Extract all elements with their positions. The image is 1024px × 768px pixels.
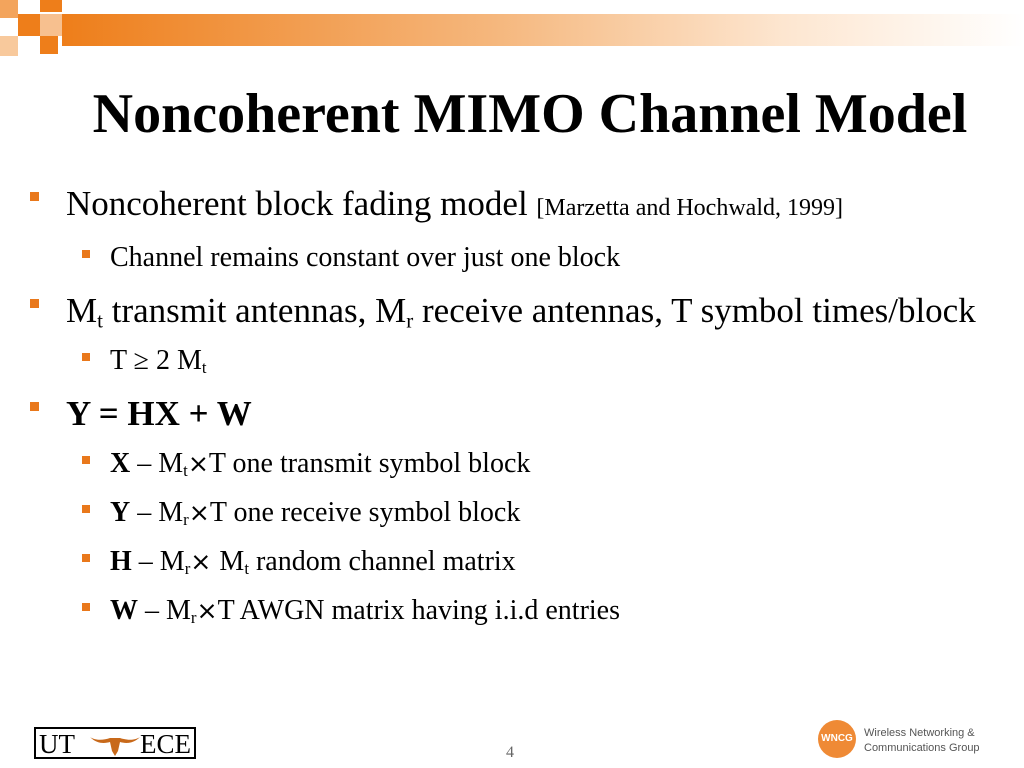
- text-part: receive antennas, T symbol times/block: [413, 291, 976, 330]
- sub-bullet-t-condition: T ≥ 2 Mt: [30, 343, 990, 379]
- bullet-square-icon: [30, 192, 39, 201]
- logo-ut-text: UT: [39, 729, 75, 759]
- wncg-badge-icon: WNCG: [818, 720, 856, 758]
- variable-name: X: [110, 448, 131, 479]
- subscript: r: [184, 559, 191, 579]
- text-part: random channel matrix: [248, 546, 516, 577]
- sub-bullet-x: X – Mt×T one transmit symbol block: [30, 446, 990, 482]
- bullet-equation: Y = HX + W: [30, 392, 990, 436]
- variable-name: W: [110, 595, 138, 626]
- wncg-line-2: Communications Group: [864, 742, 980, 754]
- bullet-square-icon: [30, 402, 39, 411]
- equation-text: Y = HX + W: [66, 394, 252, 433]
- bullet-square-icon: [82, 456, 90, 464]
- page-number: 4: [506, 744, 514, 761]
- slide-content: Noncoherent block fading model [Marzetta…: [30, 182, 990, 642]
- wncg-line-1: Wireless Networking &: [864, 727, 975, 739]
- bullet-text: Channel remains constant over just one b…: [110, 242, 621, 273]
- text-part: T one receive symbol block: [209, 497, 521, 528]
- variable-name: Y: [110, 497, 131, 528]
- text-part: T AWGN matrix having i.i.d entries: [217, 595, 620, 626]
- bullet-block-fading: Noncoherent block fading model [Marzetta…: [30, 182, 990, 230]
- slide-title: Noncoherent MIMO Channel Model: [92, 83, 968, 145]
- corner-decoration: [0, 0, 80, 60]
- subscript: r: [406, 308, 414, 333]
- sub-bullet-w: W – Mr×T AWGN matrix having i.i.d entrie…: [30, 593, 990, 629]
- ut-ece-logo: UT ECE: [34, 727, 196, 759]
- bullet-square-icon: [82, 603, 90, 611]
- bullet-square-icon: [82, 353, 90, 361]
- times-symbol: ×: [188, 498, 210, 527]
- text-part: M: [219, 546, 245, 577]
- times-symbol: ×: [187, 449, 209, 478]
- wncg-logo: WNCG Wireless Networking & Communication…: [814, 716, 1014, 762]
- bullet-square-icon: [82, 505, 90, 513]
- text-part: transmit antennas, M: [102, 291, 407, 330]
- header-gradient-bar: [62, 14, 1024, 46]
- sub-bullet-y: Y – Mr×T one receive symbol block: [30, 495, 990, 531]
- text-part: M: [66, 291, 98, 330]
- citation: [Marzetta and Hochwald, 1999]: [536, 195, 843, 221]
- times-symbol: ×: [190, 547, 220, 576]
- logo-ece-text: ECE: [140, 729, 191, 759]
- text-part: T ≥ 2 M: [110, 345, 202, 376]
- bullet-text: Noncoherent block fading model: [66, 184, 537, 223]
- text-part: – M: [131, 546, 185, 577]
- times-symbol: ×: [196, 596, 218, 625]
- text-part: – M: [130, 497, 184, 528]
- sub-bullet-h: H – Mr× Mt random channel matrix: [30, 544, 990, 580]
- text-part: T one transmit symbol block: [208, 448, 531, 479]
- subscript: t: [183, 461, 188, 481]
- subscript: t: [244, 559, 249, 579]
- subscript: r: [190, 608, 197, 628]
- subscript: r: [183, 510, 189, 530]
- bullet-square-icon: [82, 250, 90, 258]
- text-part: – M: [138, 595, 191, 626]
- subscript: t: [201, 358, 207, 378]
- bullet-square-icon: [30, 299, 39, 308]
- bullet-antennas: Mt transmit antennas, Mr receive antenna…: [30, 289, 990, 333]
- variable-name: H: [110, 546, 132, 577]
- longhorn-icon: [90, 737, 140, 756]
- subscript: t: [97, 308, 103, 333]
- text-part: – M: [130, 448, 184, 479]
- bullet-square-icon: [82, 554, 90, 562]
- sub-bullet-constant-channel: Channel remains constant over just one b…: [30, 240, 990, 276]
- wncg-text: Wireless Networking & Communications Gro…: [864, 726, 980, 756]
